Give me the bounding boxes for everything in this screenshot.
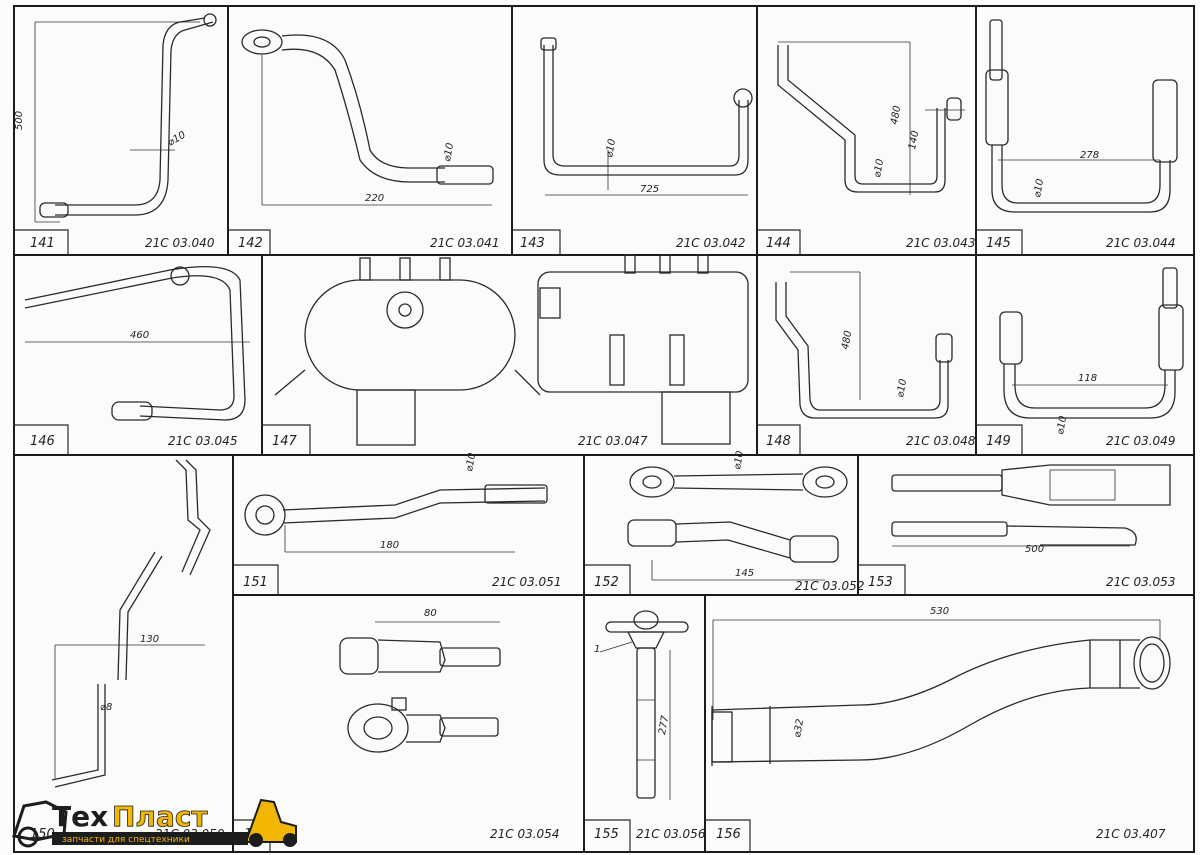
logo-tagline-bar <box>52 832 248 845</box>
dimension-151-1: ⌀10 <box>464 452 478 472</box>
part-149-drawing <box>999 267 1184 419</box>
part-number-144: 144 <box>766 236 791 251</box>
part-150-drawing <box>51 459 211 788</box>
dimension-148-1: ⌀10 <box>895 378 909 398</box>
part-code-155: 21С 03.056 <box>636 827 706 841</box>
grid-frame <box>13 5 1195 853</box>
dimension-154-0: 80 <box>424 608 437 619</box>
dimension-152-1: ⌀10 <box>732 450 746 470</box>
dimension-152-0: 145 <box>735 568 754 579</box>
part-code-154: 21С 03.054 <box>490 827 559 841</box>
part-number-152: 152 <box>594 575 619 590</box>
dimension-151-0: 180 <box>380 540 399 551</box>
texplast-logo: Тех Пласт запчасти для спецтехники <box>6 792 306 852</box>
part-156-drawing <box>711 619 1171 766</box>
excavator-wheel-icon <box>249 833 263 847</box>
part-code-152: 21С 03.052 <box>795 579 864 593</box>
logo-brand-b: Пласт <box>112 800 208 833</box>
dimension-143-1: ⌀10 <box>604 138 618 158</box>
part-141-drawing <box>34 13 217 223</box>
dimension-143-0: 725 <box>640 184 659 195</box>
part-number-151: 151 <box>243 575 268 590</box>
part-number-156: 156 <box>716 827 741 842</box>
part-155-drawing <box>599 610 689 800</box>
dimension-150-1: ⌀8 <box>100 702 112 713</box>
dimension-142-0: 220 <box>365 193 384 204</box>
wheel-icon <box>17 826 39 848</box>
part-code-143: 21С 03.042 <box>676 236 745 250</box>
dimension-144-2: ⌀10 <box>872 158 886 178</box>
part-number-149: 149 <box>986 434 1011 449</box>
part-142-drawing <box>241 29 494 206</box>
part-145-drawing <box>985 19 1178 213</box>
part-number-142: 142 <box>238 236 263 251</box>
part-153-drawing <box>891 464 1171 547</box>
part-code-145: 21С 03.044 <box>1106 236 1175 250</box>
dimension-labels: 500 ⌀10 220 ⌀10 725 ⌀10 480 140 ⌀10 278 ⌀10 460 480 ⌀… <box>14 105 1099 739</box>
dimension-142-1: ⌀10 <box>442 142 456 162</box>
part-number-147: 147 <box>272 434 298 449</box>
dimension-144-1: 140 <box>907 130 921 151</box>
part-code-141: 21С 03.040 <box>145 236 215 250</box>
part-number-153: 153 <box>868 575 893 590</box>
part-code-144: 21С 03.043 <box>906 236 975 250</box>
part-143-drawing <box>540 37 753 196</box>
part-code-151: 21С 03.051 <box>492 575 561 589</box>
part-154-drawing <box>339 621 501 753</box>
dimension-141-0: 500 <box>14 111 25 130</box>
dimension-148-0: 480 <box>840 330 854 351</box>
part-151-drawing <box>244 484 548 553</box>
part-152-drawing <box>627 466 848 581</box>
part-code-146: 21С 03.045 <box>168 434 237 448</box>
excavator-wheel-icon-2 <box>283 833 297 847</box>
dimension-155-1: 1 <box>594 644 600 655</box>
dimension-150-0: 130 <box>140 634 159 645</box>
dimension-146-0: 460 <box>130 330 149 341</box>
part-labels: 141 21С 03.040 142 21С 03.041 143 21С 03.042 1… <box>30 236 1175 842</box>
part-code-147: 21С 03.047 <box>578 434 648 448</box>
dimension-155-0: 277 <box>657 714 671 735</box>
part-number-145: 145 <box>986 236 1011 251</box>
logo-brand-a: Тех <box>52 800 108 833</box>
part-number-155: 155 <box>594 827 619 842</box>
dimension-153-0: 500 <box>1025 544 1044 555</box>
part-144-drawing <box>777 41 965 195</box>
part-number-146: 146 <box>30 434 55 449</box>
part-code-156: 21С 03.407 <box>1096 827 1166 841</box>
part-number-141: 141 <box>30 236 55 251</box>
dimension-144-0: 480 <box>889 105 903 126</box>
part-number-148: 148 <box>766 434 791 449</box>
part-code-142: 21С 03.041 <box>430 236 499 250</box>
dimension-149-0: 118 <box>1078 373 1097 384</box>
part-146-drawing <box>24 266 250 421</box>
part-148-drawing <box>775 271 953 419</box>
logo-tagline: запчасти для спецтехники <box>62 835 190 845</box>
part-code-153: 21С 03.053 <box>1106 575 1175 589</box>
part-number-143: 143 <box>520 236 545 251</box>
dimension-156-0: 530 <box>930 606 949 617</box>
dimension-149-1: ⌀10 <box>1055 415 1069 435</box>
dimension-145-0: 278 <box>1080 150 1099 161</box>
label-boxes <box>14 229 1023 852</box>
part-code-148: 21С 03.048 <box>906 434 976 448</box>
dimension-145-1: ⌀10 <box>1032 178 1046 198</box>
part-code-149: 21С 03.049 <box>1106 434 1175 448</box>
logo-graphic: Тех Пласт запчасти для спецтехники <box>12 798 297 848</box>
dimension-156-1: ⌀32 <box>792 718 806 738</box>
part-147-drawing <box>274 254 749 446</box>
